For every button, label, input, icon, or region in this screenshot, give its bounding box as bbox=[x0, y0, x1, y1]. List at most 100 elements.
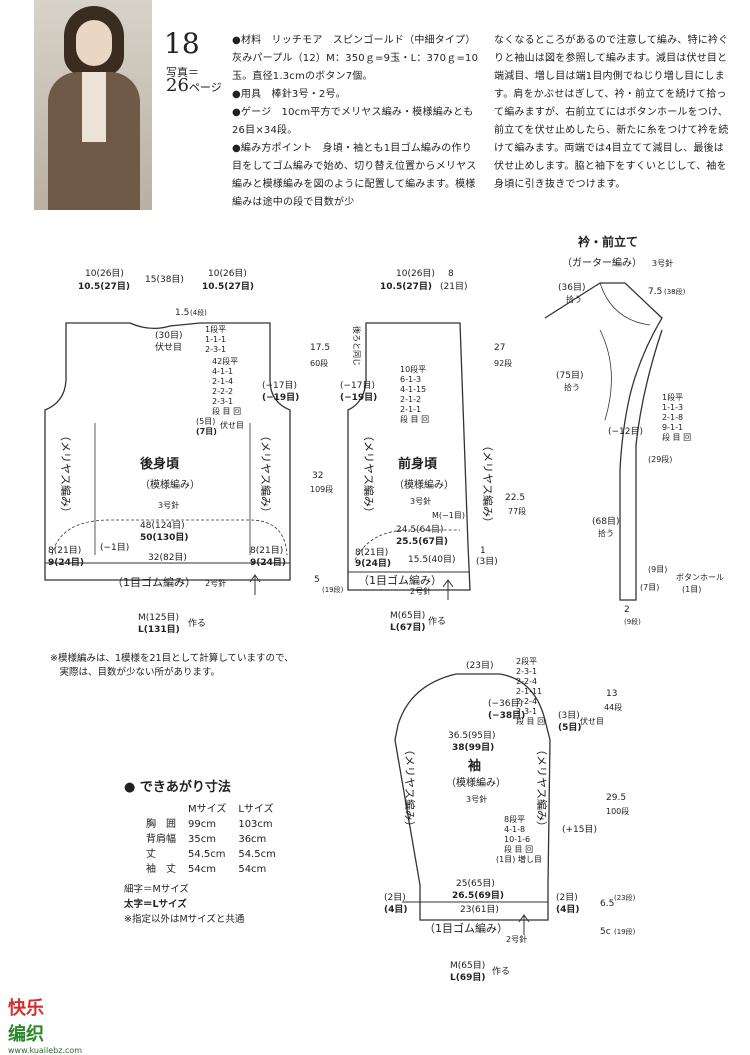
watermark-url: www.kuailebz.com bbox=[8, 1046, 83, 1055]
collar-needle: 3号針 bbox=[652, 258, 673, 268]
sleeve-cast-l: L(69目) bbox=[450, 972, 486, 983]
sleeve-hem-mid: 23(61目) bbox=[460, 904, 499, 915]
back-top-mid: 15(38目) bbox=[145, 274, 184, 285]
back-title: 後身頃 bbox=[140, 456, 180, 472]
photo-ref-page: 26 bbox=[166, 75, 189, 96]
collar-low-pick2: 拾う bbox=[598, 528, 614, 538]
sleeve-top: (23目) bbox=[466, 660, 493, 671]
back-arm-l: (−19目) bbox=[262, 392, 299, 403]
collar-bottom: 2 bbox=[624, 605, 630, 615]
front-top-right2: (21目) bbox=[440, 281, 467, 292]
sleeve-hem-left-l: (4目) bbox=[384, 904, 408, 915]
back-hem-mid: 32(82目) bbox=[148, 552, 187, 563]
collar-dec-3: 9-1-1 bbox=[662, 423, 683, 432]
front-hem-right: 1 bbox=[480, 546, 486, 556]
sleeve-subtitle: （模様編み） bbox=[446, 776, 506, 789]
sleeve-side-left: （メリヤス編み） bbox=[403, 744, 417, 832]
back-v-armhole-rows: 60段 bbox=[310, 358, 328, 368]
model-photo bbox=[34, 0, 152, 210]
back-arm-dec-3: 2-2-2 bbox=[212, 387, 233, 396]
front-v-lower: 22.5 bbox=[505, 493, 525, 503]
back-neck-dec-1: 1-1-1 bbox=[205, 335, 226, 344]
sleeve-inc-1: 4-1-8 bbox=[504, 825, 525, 834]
sleeve-cap-dec-2: 2-2-4 bbox=[516, 677, 537, 686]
back-neck-dec-0: 1段平 bbox=[205, 324, 226, 334]
front-rib-needle: 2号針 bbox=[410, 586, 431, 596]
front-width-l: 25.5(67目) bbox=[396, 536, 448, 547]
back-arm-bind-l: (7目) bbox=[196, 427, 217, 436]
back-outline bbox=[44, 322, 291, 581]
gauge-text: ●ゲージ 10cm平方でメリヤス編み・模様編みとも26目×34段。 bbox=[232, 107, 474, 136]
legend-other: ※指定以外はMサイズと共通 bbox=[124, 914, 245, 925]
back-hem-left-l: 9(24目) bbox=[48, 557, 84, 568]
front-hem-left-m: 8(21目) bbox=[355, 547, 388, 558]
size-legend: 細字＝Mサイズ 太字＝Lサイズ ※指定以外はMサイズと共通 bbox=[124, 882, 244, 927]
back-hem-right-l: 9(24目) bbox=[250, 557, 286, 568]
front-cast-l: L(67目) bbox=[390, 622, 426, 633]
back-arm-dec-1: 4-1-1 bbox=[212, 367, 233, 376]
back-cast-m: M(125目) bbox=[138, 612, 179, 623]
back-rib: （1目ゴム編み） bbox=[112, 575, 196, 589]
back-arm-dec-5: 段 目 回 bbox=[212, 406, 241, 416]
front-neck-dec-0: 10段平 bbox=[400, 364, 426, 374]
front-needle: 3号針 bbox=[410, 496, 431, 506]
tools-text: ●用具 棒針3号・2号。 bbox=[232, 89, 346, 100]
col-m: Mサイズ bbox=[188, 804, 227, 815]
sleeve-side-right: （メリヤス編み） bbox=[535, 744, 549, 832]
sleeve-width-l: 38(99目) bbox=[452, 742, 494, 753]
back-top-right-m: 10(26目) bbox=[208, 268, 247, 279]
collar-mid-pick2: 拾う bbox=[564, 382, 580, 392]
back-side-left: （メリヤス編み） bbox=[59, 430, 73, 518]
sleeve-rib: （1目ゴム編み） bbox=[424, 921, 508, 935]
collar-dec-1: 1-1-3 bbox=[662, 403, 683, 412]
back-arm-m: (−17目) bbox=[262, 380, 297, 391]
front-hem-mid: 15.5(40目) bbox=[408, 554, 456, 565]
collar-title: 衿・前立て bbox=[578, 234, 638, 249]
sleeve-v-cap: 13 bbox=[606, 689, 617, 699]
sleeve-v-b-rows: (19段) bbox=[614, 927, 636, 936]
sleeve-v-cap-rows: 44段 bbox=[604, 702, 622, 712]
back-side-right: （メリヤス編み） bbox=[259, 430, 273, 518]
sleeve-needle: 3号針 bbox=[466, 794, 487, 804]
front-neck-dec-5: 段 目 回 bbox=[400, 414, 429, 424]
note-line-2: 実際は、目数が少ない所があります。 bbox=[50, 667, 221, 678]
back-neck-rows: (4段) bbox=[190, 308, 207, 317]
photo-page-ref: 写真＝ 26ページ bbox=[166, 66, 222, 96]
sleeve-cap-bind-l: (5目) bbox=[558, 722, 582, 733]
front-side-left: （メリヤス編み） bbox=[362, 430, 376, 518]
front-outline bbox=[347, 322, 471, 591]
sleeve-rib-needle: 2号針 bbox=[506, 934, 527, 944]
collar-dec-2: 2-1-8 bbox=[662, 413, 683, 422]
front-v-neck-rows: 92段 bbox=[494, 358, 512, 368]
col-l: Lサイズ bbox=[238, 804, 274, 815]
collar-dec-4: 段 目 回 bbox=[662, 432, 691, 442]
collar-minus12: (−12目) bbox=[608, 426, 643, 437]
sleeve-title: 袖 bbox=[468, 758, 481, 774]
back-rib-needle: 2号針 bbox=[205, 578, 226, 588]
front-top-l: 10.5(27目) bbox=[380, 281, 432, 292]
back-v-rib: 5 bbox=[314, 575, 320, 585]
back-width-l: 50(130目) bbox=[140, 532, 189, 543]
back-cast-txt: 作る bbox=[188, 617, 206, 629]
sleeve-hem-left-m: (2目) bbox=[384, 892, 406, 903]
collar-subtitle: （ガーター編み） bbox=[562, 256, 642, 269]
sleeve-cast-txt: 作る bbox=[492, 965, 510, 977]
finished-heading: ● できあがり寸法 bbox=[124, 780, 231, 795]
sleeve-cap-minus-l: (−38目) bbox=[488, 710, 525, 721]
photo-ref-label: 写真＝ bbox=[166, 66, 199, 79]
collar-dec-0: 1段平 bbox=[662, 392, 683, 402]
watermark-line1: 快乐 bbox=[8, 998, 44, 1019]
sleeve-width-m: 36.5(95目) bbox=[448, 730, 496, 741]
sleeve-hem-right-l: (4目) bbox=[556, 904, 580, 915]
back-top-left-l: 10.5(27目) bbox=[78, 281, 130, 292]
watermark-logo: 快乐 编织 www.kuailebz.com bbox=[8, 994, 82, 1055]
front-cast-m: M(65目) bbox=[390, 610, 425, 621]
back-needle: 3号針 bbox=[158, 500, 179, 510]
back-top-left-m: 10(26目) bbox=[85, 268, 124, 279]
collar-top-dim-rows: (38段) bbox=[664, 287, 686, 296]
front-hem-right2: (3目) bbox=[476, 556, 498, 567]
